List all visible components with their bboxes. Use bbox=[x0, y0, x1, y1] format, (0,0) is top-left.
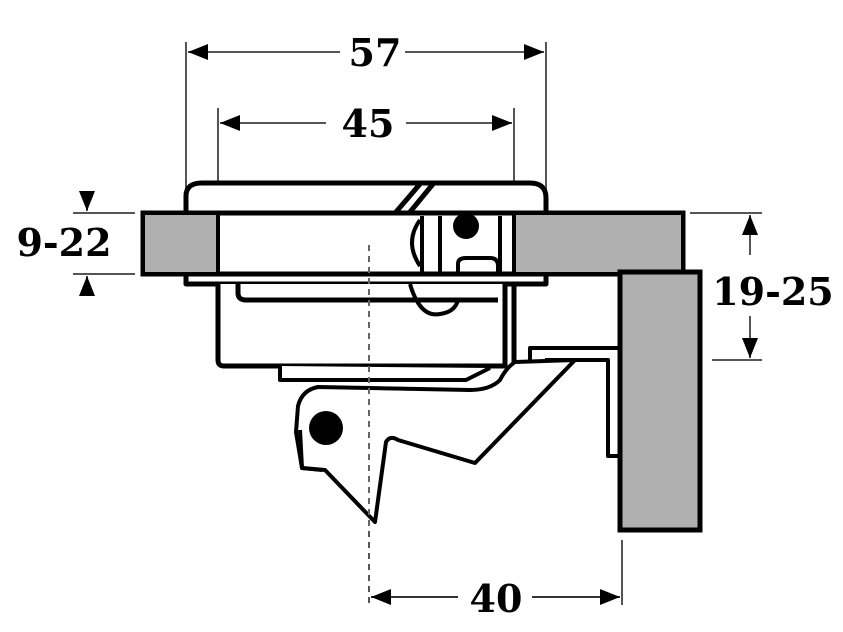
side-panel bbox=[617, 269, 703, 533]
dimension-label-45: 45 bbox=[342, 101, 395, 146]
hinge-mechanism bbox=[408, 213, 502, 317]
dimension-40: 40 bbox=[368, 245, 623, 621]
dimension-19-25: 19-25 bbox=[690, 212, 834, 361]
dimension-label-57: 57 bbox=[349, 30, 402, 75]
dimension-9-22: 9-22 bbox=[16, 191, 135, 296]
dimension-label-19-25: 19-25 bbox=[712, 269, 834, 314]
dimension-label-9-22: 9-22 bbox=[16, 220, 111, 265]
dimension-57: 57 bbox=[185, 30, 547, 190]
door-panel-left-section bbox=[145, 215, 218, 272]
pivot-pin-lower-icon bbox=[309, 411, 343, 445]
door-panel-right-section bbox=[516, 215, 681, 272]
hinge-arm bbox=[278, 358, 577, 524]
pivot-pin-upper-icon bbox=[453, 213, 479, 239]
hinge-cup bbox=[183, 180, 549, 369]
door-panel bbox=[140, 210, 686, 277]
dimension-label-40: 40 bbox=[470, 576, 523, 621]
dimension-45: 45 bbox=[217, 101, 515, 210]
